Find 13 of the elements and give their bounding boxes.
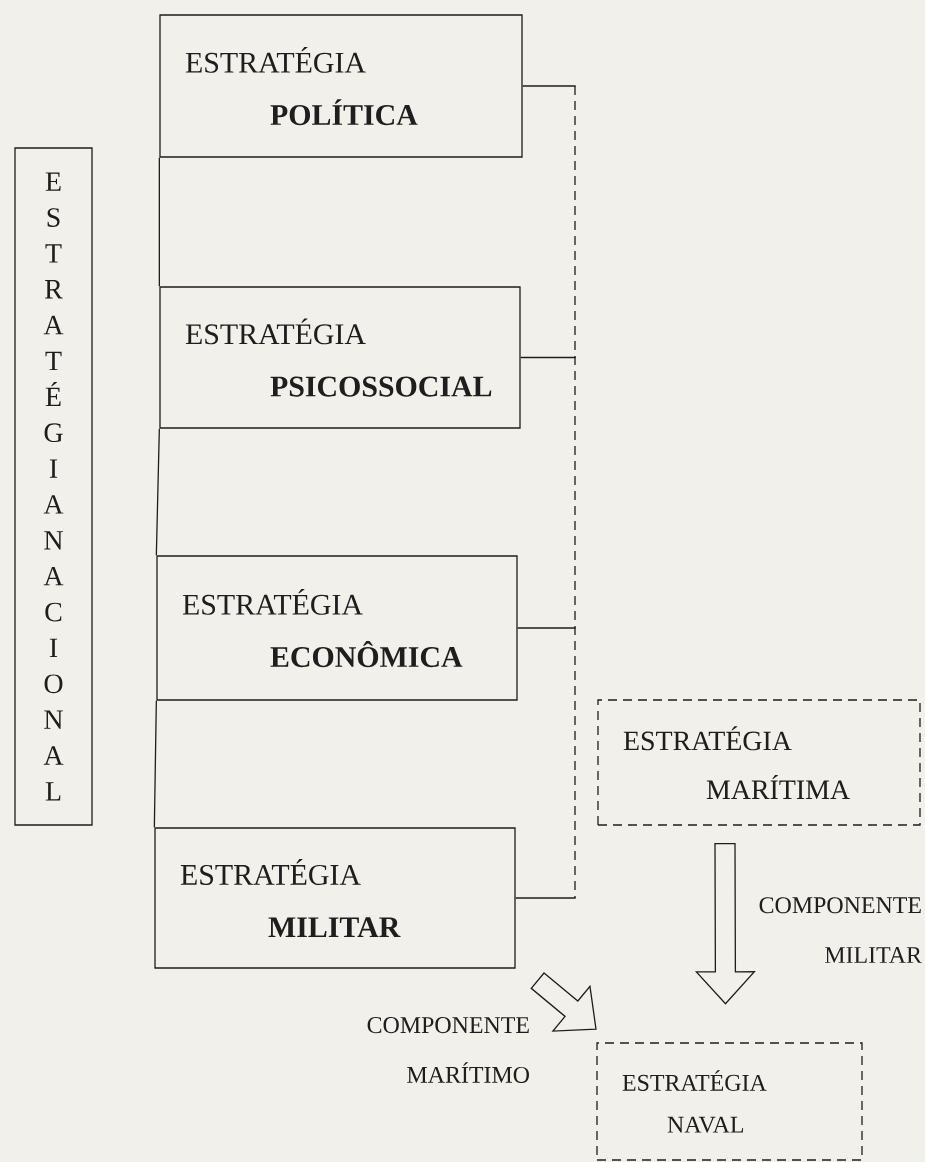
connector-line (153, 700, 157, 828)
connector-line (155, 428, 160, 556)
strategy-box: ESTRATÉGIA PSICOSSOCIAL (159, 286, 521, 429)
strategy-box: ESTRATÉGIA MILITAR (154, 827, 516, 969)
dashed-box: ESTRATÉGIA MARÍTIMA (597, 699, 921, 826)
edge-label: COMPONENTE MILITAR (740, 895, 924, 965)
strategy-box: ESTRATÉGIA POLÍTICA (159, 14, 523, 158)
connector-line (158, 157, 160, 287)
vertical-label-box: ESTRATÉGIA NACIONAL (14, 147, 93, 826)
hollow-arrow (530, 972, 597, 1032)
strategy-box: ESTRATÉGIA ECONÔMICA (156, 555, 518, 701)
edge-label: COMPONENTE MARÍTIMO (348, 1015, 532, 1085)
dashed-box: ESTRATÉGIA NAVAL (596, 1042, 863, 1161)
